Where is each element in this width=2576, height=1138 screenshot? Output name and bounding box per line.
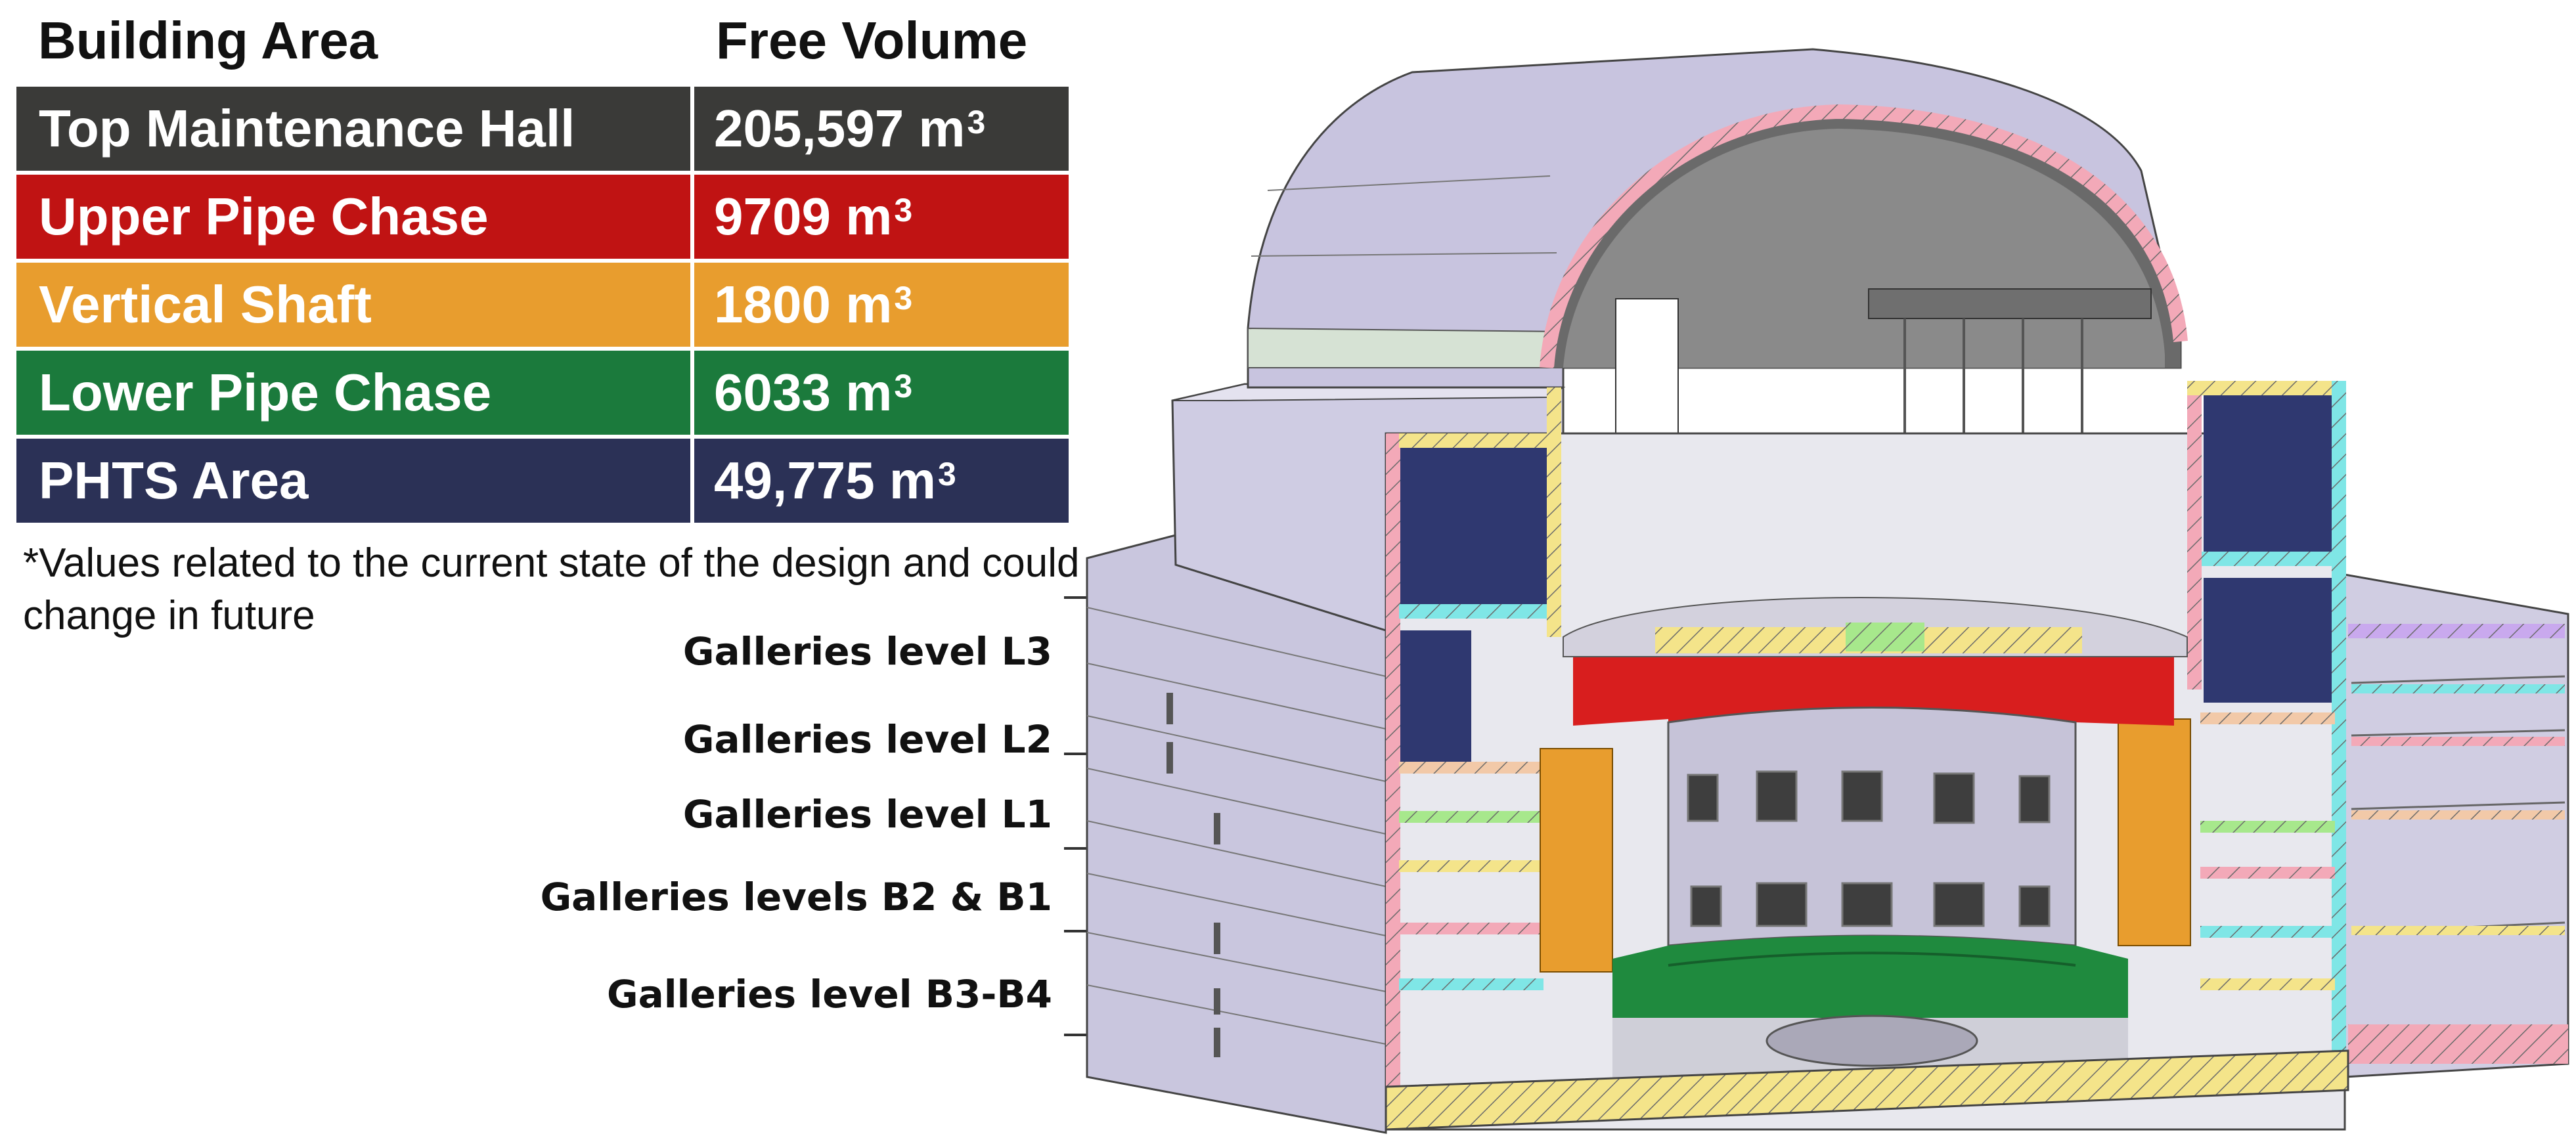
row-area: Top Maintenance Hall bbox=[16, 87, 690, 171]
row-area: Lower Pipe Chase bbox=[16, 351, 690, 435]
level-label-l3: Galleries level L3 bbox=[682, 629, 1052, 674]
volume-value: 49,775 m bbox=[714, 451, 937, 510]
unit-exponent: 3 bbox=[938, 456, 956, 492]
row-area: Vertical Shaft bbox=[16, 263, 690, 347]
header-building-area: Building Area bbox=[38, 11, 378, 70]
unit-exponent: 3 bbox=[894, 368, 913, 405]
volume-value: 205,597 m bbox=[714, 99, 966, 158]
unit-exponent: 3 bbox=[894, 280, 913, 317]
level-label-b3-b4: Galleries level B3-B4 bbox=[606, 972, 1052, 1017]
left-annex bbox=[1086, 534, 1387, 1134]
unit-exponent: 3 bbox=[967, 104, 986, 141]
row-area: PHTS Area bbox=[16, 439, 690, 523]
level-label-b2-b1: Galleries levels B2 & B1 bbox=[540, 875, 1052, 919]
right-annex bbox=[2343, 573, 2569, 1078]
main-building-section bbox=[1385, 381, 2349, 1131]
volume-value: 6033 m bbox=[714, 363, 893, 422]
level-label-l1: Galleries level L1 bbox=[682, 792, 1052, 837]
level-label-l2: Galleries level L2 bbox=[682, 717, 1052, 762]
volume-value: 9709 m bbox=[714, 187, 893, 246]
header-free-volume: Free Volume bbox=[716, 11, 1028, 70]
row-area: Upper Pipe Chase bbox=[16, 175, 690, 259]
disclaimer-note: *Values related to the current state of … bbox=[23, 540, 1080, 638]
unit-exponent: 3 bbox=[894, 192, 913, 229]
volume-value: 1800 m bbox=[714, 275, 893, 334]
dome-roof bbox=[1247, 48, 2188, 556]
